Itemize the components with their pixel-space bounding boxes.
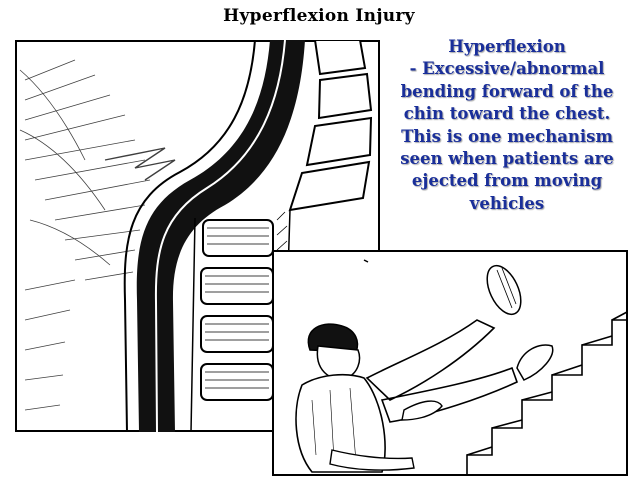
person-arm xyxy=(329,449,415,471)
person-torso xyxy=(295,373,386,473)
slide-title: Hyperflexion Injury xyxy=(223,6,415,26)
callout-line: vehicles xyxy=(469,193,545,213)
callout-heading: Hyperflexion xyxy=(448,37,566,56)
lower-vertebrae xyxy=(200,219,274,401)
spine-illustration xyxy=(15,40,380,432)
spinal-cord xyxy=(136,40,305,432)
callout-line: This is one mechanism xyxy=(401,126,613,146)
callout-line: chin toward the chest. xyxy=(403,104,611,124)
shoes xyxy=(486,264,554,381)
callout-line: bending forward of the xyxy=(400,81,614,101)
callout-line: ejected from moving xyxy=(411,171,603,191)
soft-tissue-hatching xyxy=(19,59,176,411)
upper-vertebrae xyxy=(288,40,373,212)
callout-text: Hyperflexion - Excessive/abnormal bendin… xyxy=(386,36,628,215)
callout-line: seen when patients are xyxy=(400,149,614,169)
callout-line: - Excessive/abnormal xyxy=(409,59,605,79)
fall-illustration xyxy=(272,250,628,476)
stairs xyxy=(466,311,628,475)
